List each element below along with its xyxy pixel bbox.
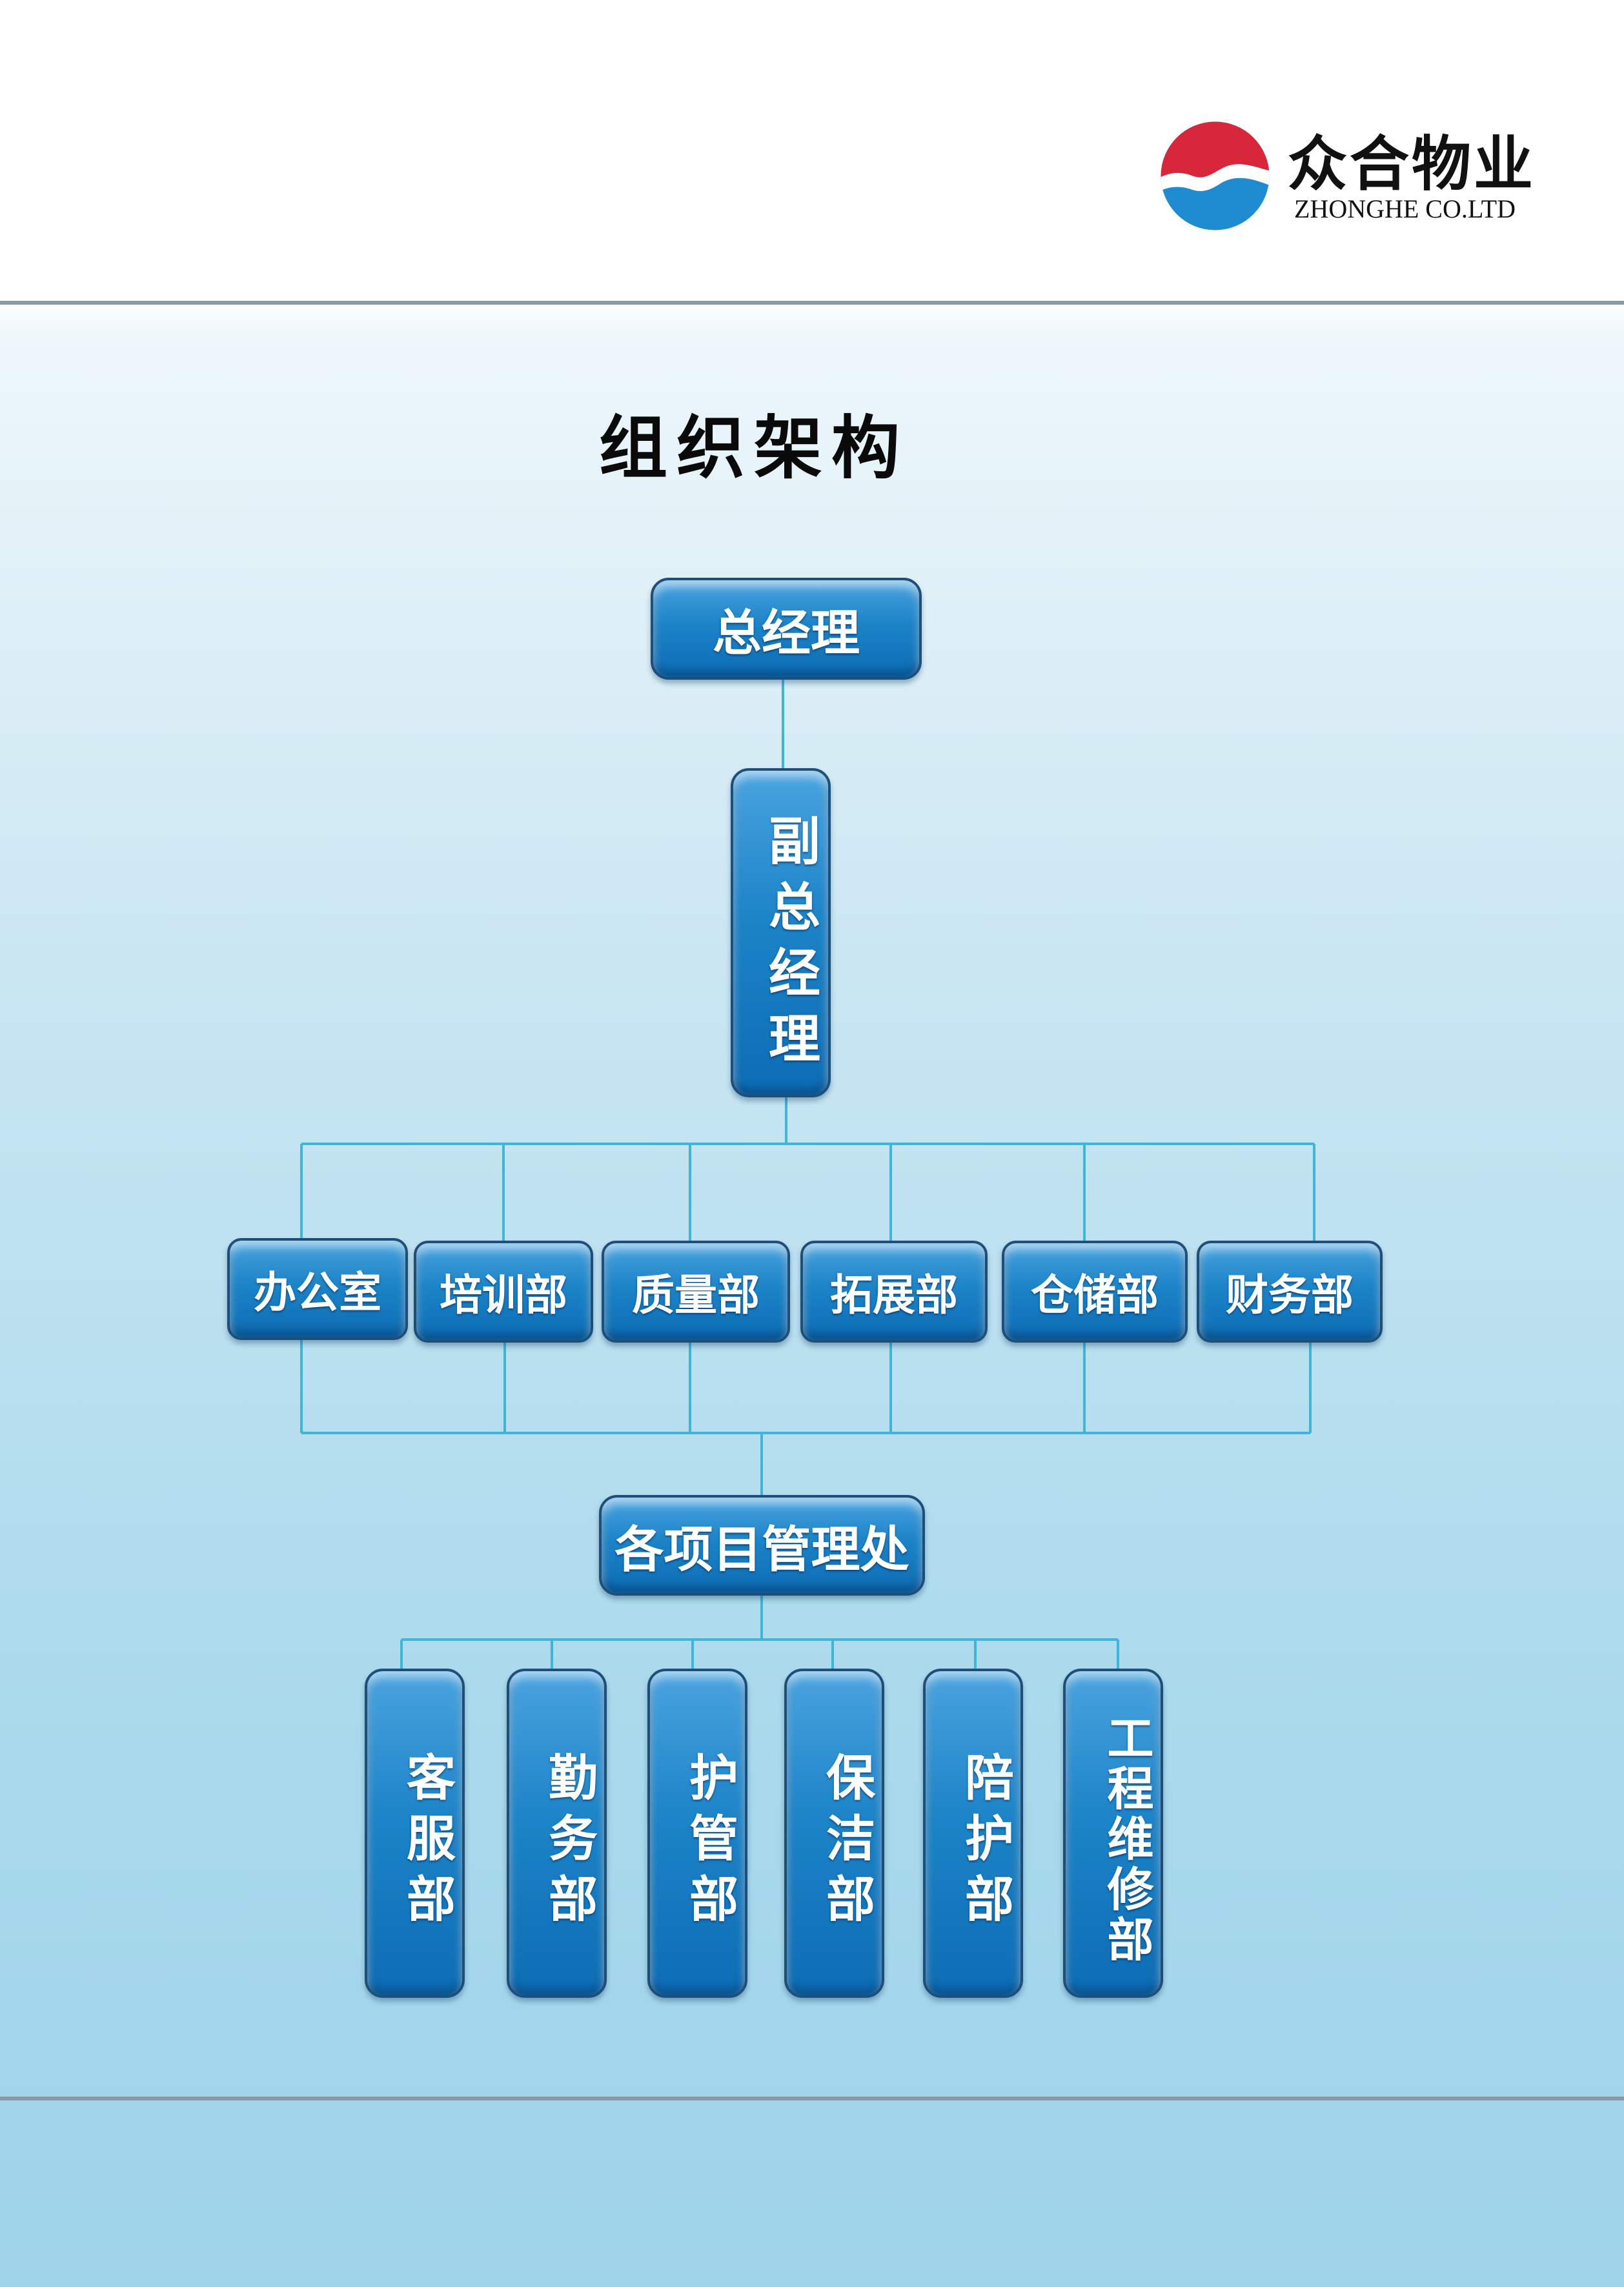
node-department: 质量部 xyxy=(602,1241,790,1343)
page-title: 组织架构 xyxy=(599,409,909,488)
node-sub-department: 工程维修部 xyxy=(1063,1669,1163,1998)
node-general-manager: 总经理 xyxy=(651,578,922,680)
node-sub-department: 护管部 xyxy=(647,1669,747,1998)
node-sub-department: 保洁部 xyxy=(784,1669,884,1998)
node-sub-department: 勤务部 xyxy=(507,1669,607,1998)
footer-divider xyxy=(0,2097,1624,2100)
node-sub-department: 客服部 xyxy=(365,1669,465,1998)
company-name-en: ZHONGHE CO.LTD xyxy=(1294,194,1516,223)
company-logo-icon xyxy=(1161,121,1270,230)
node-department: 仓储部 xyxy=(1002,1241,1188,1343)
node-project-office: 各项目管理处 xyxy=(599,1495,925,1596)
company-name-cn: 众合物业 xyxy=(1288,129,1536,199)
node-department: 培训部 xyxy=(414,1241,593,1343)
header-divider xyxy=(0,301,1624,305)
node-department: 拓展部 xyxy=(800,1241,988,1343)
node-department: 财务部 xyxy=(1197,1241,1383,1343)
node-deputy-general-manager: 副总经理 xyxy=(731,768,831,1097)
node-sub-department: 陪护部 xyxy=(923,1669,1023,1998)
node-department: 办公室 xyxy=(227,1238,408,1340)
